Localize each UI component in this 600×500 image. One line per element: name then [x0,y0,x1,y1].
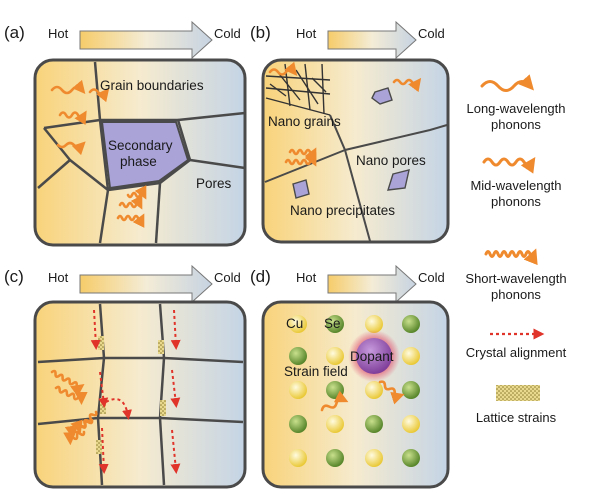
se-atom [326,381,344,399]
panel-c: (c) Hot Cold [4,264,247,489]
cu-atom [289,449,307,467]
se-atom [402,315,420,333]
legend-mid-line1: Mid-wavelength [470,178,561,193]
nano-grains-label: Nano grains [268,114,341,129]
phonon-waves-d [320,380,405,412]
secondary-phase-label-line2: phase [120,154,157,169]
cu-atom [365,381,383,399]
se-atom [365,415,383,433]
se-atom [402,381,420,399]
cu-atom [326,415,344,433]
legend-short-line2: phonons [491,287,541,302]
strain-field-label: Strain field [284,364,348,379]
sample-box-c [33,300,247,489]
cold-label-a: Cold [214,26,241,41]
nano-pores-label: Nano pores [356,153,426,168]
legend-strain-line1: Lattice strains [476,410,557,425]
crystal-alignment-arrows-c [90,309,181,474]
nano-precipitate-1 [371,87,393,105]
cu-atom [365,449,383,467]
se-atom [402,449,420,467]
phonon-waves-c [50,369,98,446]
panel-label-b: (b) [250,23,271,42]
panel-b: (b) Hot Cold [250,20,450,244]
cu-label: Cu [286,316,303,331]
panel-label-c: (c) [4,267,24,286]
heat-flow-arrow-a [79,20,213,60]
nano-precipitates-label: Nano precipitates [290,203,395,218]
legend-mid-line2: phonons [491,194,541,209]
legend-short-line1: Short-wavelength [465,271,566,286]
heat-flow-arrow-d [327,264,417,304]
heat-flow-arrow-c [79,264,213,304]
phonon-waves-b [268,61,422,167]
se-atom [326,449,344,467]
cu-atom [402,415,420,433]
panel-a: (a) Hot Cold Grain boundaries Secondary [4,20,247,247]
se-label: Se [324,316,341,331]
heat-flow-arrow-b [327,20,417,60]
sample-box-d [261,300,450,489]
hot-label-b: Hot [296,26,317,41]
grain-boundaries-a [37,61,246,244]
legend-long-line2: phonons [491,117,541,132]
cu-atom [289,315,307,333]
lattice-strain-patch-icon [496,385,540,401]
grain-boundaries-b [264,114,448,242]
legend: Long-wavelength phonons Mid-wavelength p… [465,74,567,425]
hot-label-d: Hot [296,270,317,285]
se-atom [289,347,307,365]
mid-wave-phonon-icon [482,157,536,174]
cold-label-c: Cold [214,270,241,285]
se-atom [326,315,344,333]
cu-atom [326,347,344,365]
legend-long-line1: Long-wavelength [466,101,565,116]
dopant-label: Dopant [350,349,394,364]
nano-precipitate-2 [292,179,310,199]
hot-label-c: Hot [48,270,69,285]
panel-label-a: (a) [4,23,25,42]
atom-lattice-d [289,315,420,467]
grain-boundaries-label: Grain boundaries [100,78,204,93]
long-wave-phonon-icon [480,74,534,92]
secondary-phase-label-line1: Secondary [108,138,173,153]
nano-grain-network [265,63,331,116]
hot-label-a: Hot [48,26,69,41]
pores-label: Pores [196,176,232,191]
cold-label-d: Cold [418,270,445,285]
cold-label-b: Cold [418,26,445,41]
cu-atom [402,347,420,365]
panel-label-d: (d) [250,267,271,286]
cu-atom [289,381,307,399]
secondary-phase-a [100,121,190,190]
phonon-waves-a [50,79,147,228]
legend-alignment-line1: Crystal alignment [466,345,567,360]
panel-d: (d) Hot Cold [250,264,450,489]
nano-precipitate-3 [387,169,410,191]
dopant-atom [356,338,392,374]
se-atom [289,415,307,433]
cu-atom [365,315,383,333]
short-wave-phonon-icon [484,248,538,266]
